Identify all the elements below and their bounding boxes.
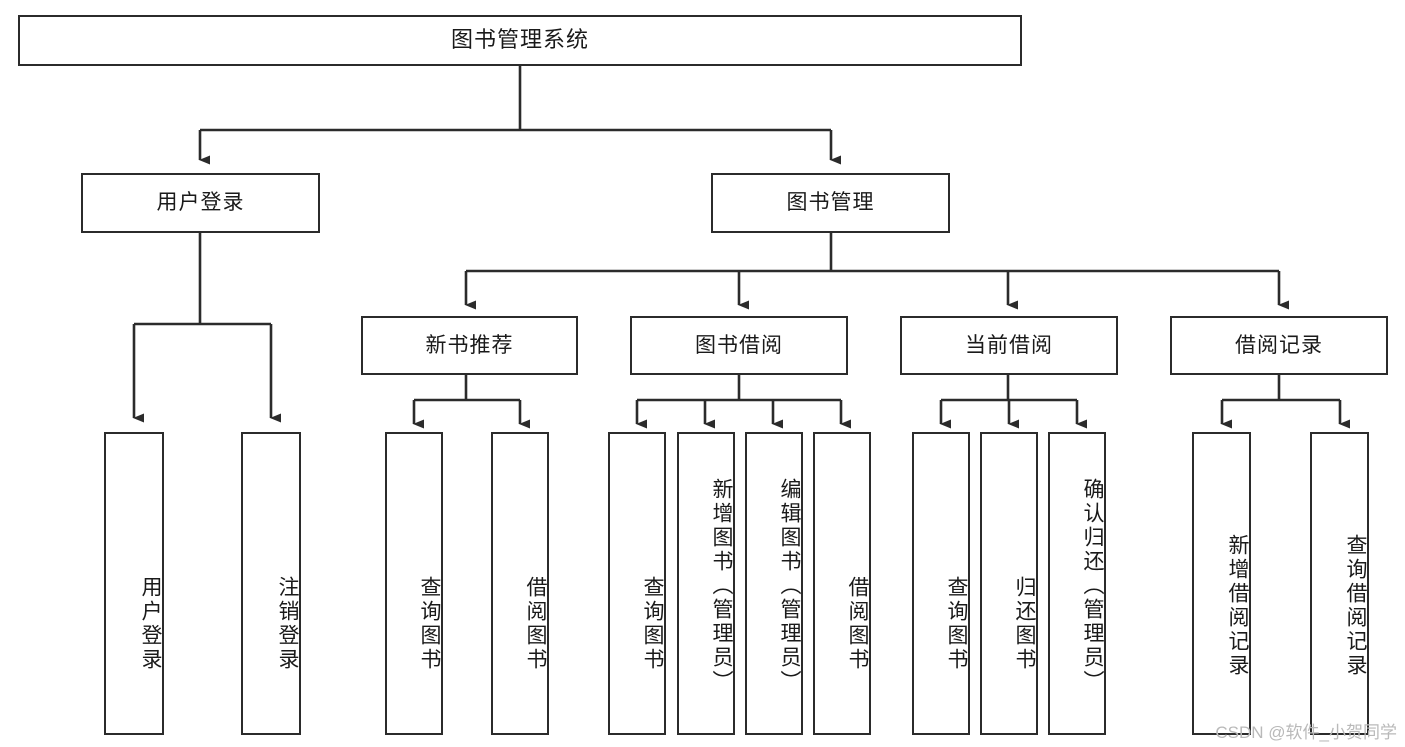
node-current-borrow-label: 当前借阅 xyxy=(965,333,1053,357)
leaf-query-book-1[interactable]: 查询图书 xyxy=(385,432,443,735)
leaf-add-book-admin[interactable]: 新增图书（管理员） xyxy=(677,432,735,735)
leaf-borrow-book-2[interactable]: 借阅图书 xyxy=(813,432,871,735)
node-current-borrow[interactable]: 当前借阅 xyxy=(900,316,1118,375)
node-new-book-recommend-label: 新书推荐 xyxy=(425,333,514,357)
node-new-book-recommend[interactable]: 新书推荐 xyxy=(361,316,578,375)
leaf-query-book-3-label: 查询图书 xyxy=(945,575,968,672)
leaf-logout-label: 注销登录 xyxy=(276,575,299,672)
leaf-user-login[interactable]: 用户登录 xyxy=(104,432,164,735)
node-book-management[interactable]: 图书管理 xyxy=(711,173,950,233)
leaf-add-book-admin-label: 新增图书（管理员） xyxy=(710,477,733,694)
node-borrow-records-label: 借阅记录 xyxy=(1235,333,1323,357)
leaf-query-book-1-label: 查询图书 xyxy=(418,575,441,672)
leaf-edit-book-admin[interactable]: 编辑图书（管理员） xyxy=(745,432,803,735)
leaf-borrow-book-1-label: 借阅图书 xyxy=(524,575,547,672)
leaf-query-borrow-record-label: 查询借阅记录 xyxy=(1344,534,1367,678)
csdn-watermark: CSDN @软件_小贺同学 xyxy=(1215,723,1397,742)
leaf-confirm-return-admin[interactable]: 确认归还（管理员） xyxy=(1048,432,1106,735)
leaf-logout[interactable]: 注销登录 xyxy=(241,432,301,735)
leaf-borrow-book-1[interactable]: 借阅图书 xyxy=(491,432,549,735)
leaf-query-book-3[interactable]: 查询图书 xyxy=(912,432,970,735)
node-user-login-label: 用户登录 xyxy=(156,191,245,215)
leaf-add-borrow-record[interactable]: 新增借阅记录 xyxy=(1192,432,1251,735)
leaf-add-borrow-record-label: 新增借阅记录 xyxy=(1226,534,1249,678)
node-root-label: 图书管理系统 xyxy=(450,27,589,53)
leaf-query-book-2[interactable]: 查询图书 xyxy=(608,432,666,735)
leaf-user-login-label: 用户登录 xyxy=(139,575,162,672)
leaf-query-borrow-record[interactable]: 查询借阅记录 xyxy=(1310,432,1369,735)
leaf-borrow-book-2-label: 借阅图书 xyxy=(846,575,869,672)
leaf-confirm-return-admin-label: 确认归还（管理员） xyxy=(1081,477,1104,694)
leaf-edit-book-admin-label: 编辑图书（管理员） xyxy=(778,477,801,694)
node-root[interactable]: 图书管理系统 xyxy=(18,15,1022,66)
node-user-login[interactable]: 用户登录 xyxy=(81,173,320,233)
node-book-borrow-label: 图书借阅 xyxy=(695,333,783,357)
leaf-query-book-2-label: 查询图书 xyxy=(641,575,664,672)
node-book-management-label: 图书管理 xyxy=(786,191,875,215)
leaf-return-book-label: 归还图书 xyxy=(1013,575,1036,672)
leaf-return-book[interactable]: 归还图书 xyxy=(980,432,1038,735)
node-borrow-records[interactable]: 借阅记录 xyxy=(1170,316,1388,375)
node-book-borrow[interactable]: 图书借阅 xyxy=(630,316,848,375)
